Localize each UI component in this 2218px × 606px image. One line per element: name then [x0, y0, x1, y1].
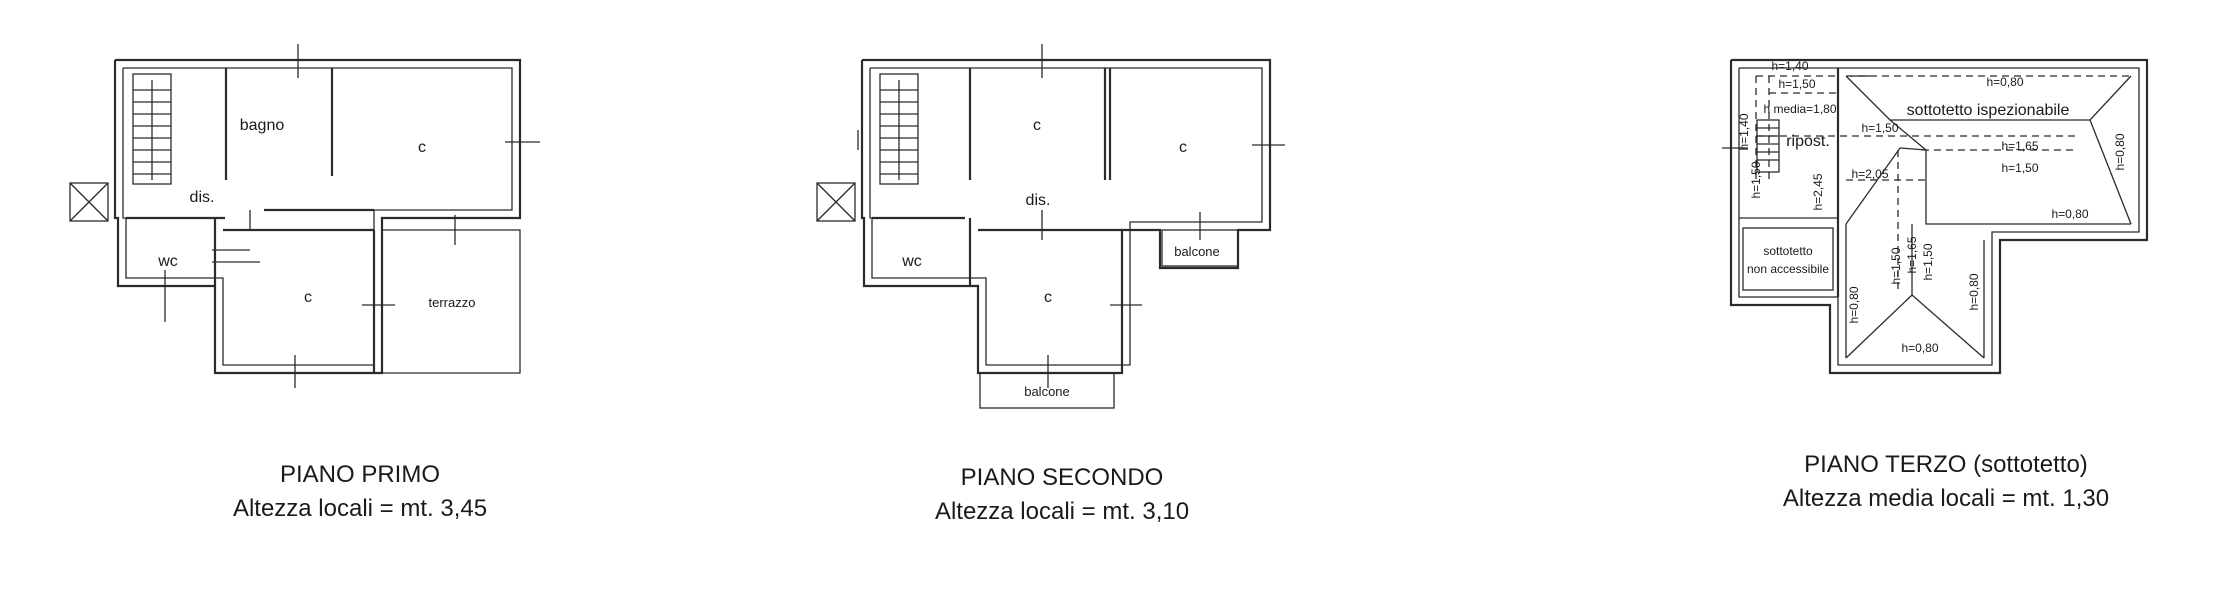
plan-piano-secondo: c c dis. wc c balcone balcone [816, 44, 1285, 409]
height-label: h=1,40 [1737, 113, 1751, 150]
height-label: h=2,05 [1851, 167, 1888, 181]
height-label: h=1,65 [2001, 139, 2038, 153]
room-label-camera-c: c [1044, 289, 1052, 306]
height-label: h=0,80 [1901, 341, 1938, 355]
height-label: h=1,65 [1905, 236, 1919, 273]
height-label: h=1,50 [1861, 121, 1898, 135]
height-label: h=1,50 [1778, 77, 1815, 91]
room-label-non-accessibile: non accessibile [1747, 262, 1829, 276]
room-label-wc: wc [157, 253, 178, 270]
height-label: h=2,45 [1811, 173, 1825, 210]
height-label: h=1,40 [1771, 59, 1808, 73]
room-label-wc-2: wc [901, 253, 922, 270]
room-label-ripostiglio: ripost. [1786, 133, 1830, 150]
room-label-sottotetto: sottotetto [1763, 244, 1813, 258]
floor-subtitle: Altezza locali = mt. 3,45 [232, 495, 488, 522]
height-label: h=0,80 [1986, 75, 2023, 89]
room-label-camera: c [418, 139, 426, 156]
height-label: h=1,50 [1889, 247, 1903, 284]
room-label-terrazzo: terrazzo [429, 295, 476, 310]
room-label-camera-a: c [1033, 117, 1041, 134]
room-label-bagno: bagno [240, 117, 285, 134]
room-label-camera-b: c [1179, 139, 1187, 156]
height-label: h=0,80 [2113, 133, 2127, 170]
height-label: h=0,80 [2051, 207, 2088, 221]
height-label: h=1,50 [1749, 161, 1763, 198]
room-label-disimpegno-2: dis. [1026, 192, 1051, 209]
room-label-balcone-right: balcone [1174, 244, 1220, 259]
caption-piano-terzo: PIANO TERZO (sottotetto) Altezza media l… [1686, 448, 2206, 516]
floor-subtitle: Altezza media locali = mt. 1,30 [1782, 485, 2110, 512]
room-label-disimpegno: dis. [190, 189, 215, 206]
height-label: h=1,50 [1921, 243, 1935, 280]
floor-subtitle: Altezza locali = mt. 3,10 [934, 498, 1190, 525]
room-label-balcone-bottom: balcone [1024, 384, 1070, 399]
caption-piano-secondo: PIANO SECONDO Altezza locali = mt. 3,10 [802, 461, 1322, 529]
room-label-camera-2: c [304, 289, 312, 306]
height-label: h=0,80 [1847, 286, 1861, 323]
caption-piano-primo: PIANO PRIMO Altezza locali = mt. 3,45 [100, 458, 620, 526]
height-label: h media=1,80 [1763, 102, 1836, 116]
plan-piano-terzo: sottotetto ispezionabile ripost. sottote… [1722, 58, 2149, 375]
floor-title: PIANO PRIMO [279, 461, 441, 488]
height-label: h=1,50 [2001, 161, 2038, 175]
room-label-sottotetto-ispezionabile: sottotetto ispezionabile [1907, 102, 2070, 119]
plan-piano-primo: bagno c dis. wc c terrazzo [69, 44, 540, 388]
height-label: h=0,80 [1967, 273, 1981, 310]
floor-title: PIANO SECONDO [960, 464, 1164, 491]
floor-title: PIANO TERZO (sottotetto) [1804, 451, 2088, 478]
